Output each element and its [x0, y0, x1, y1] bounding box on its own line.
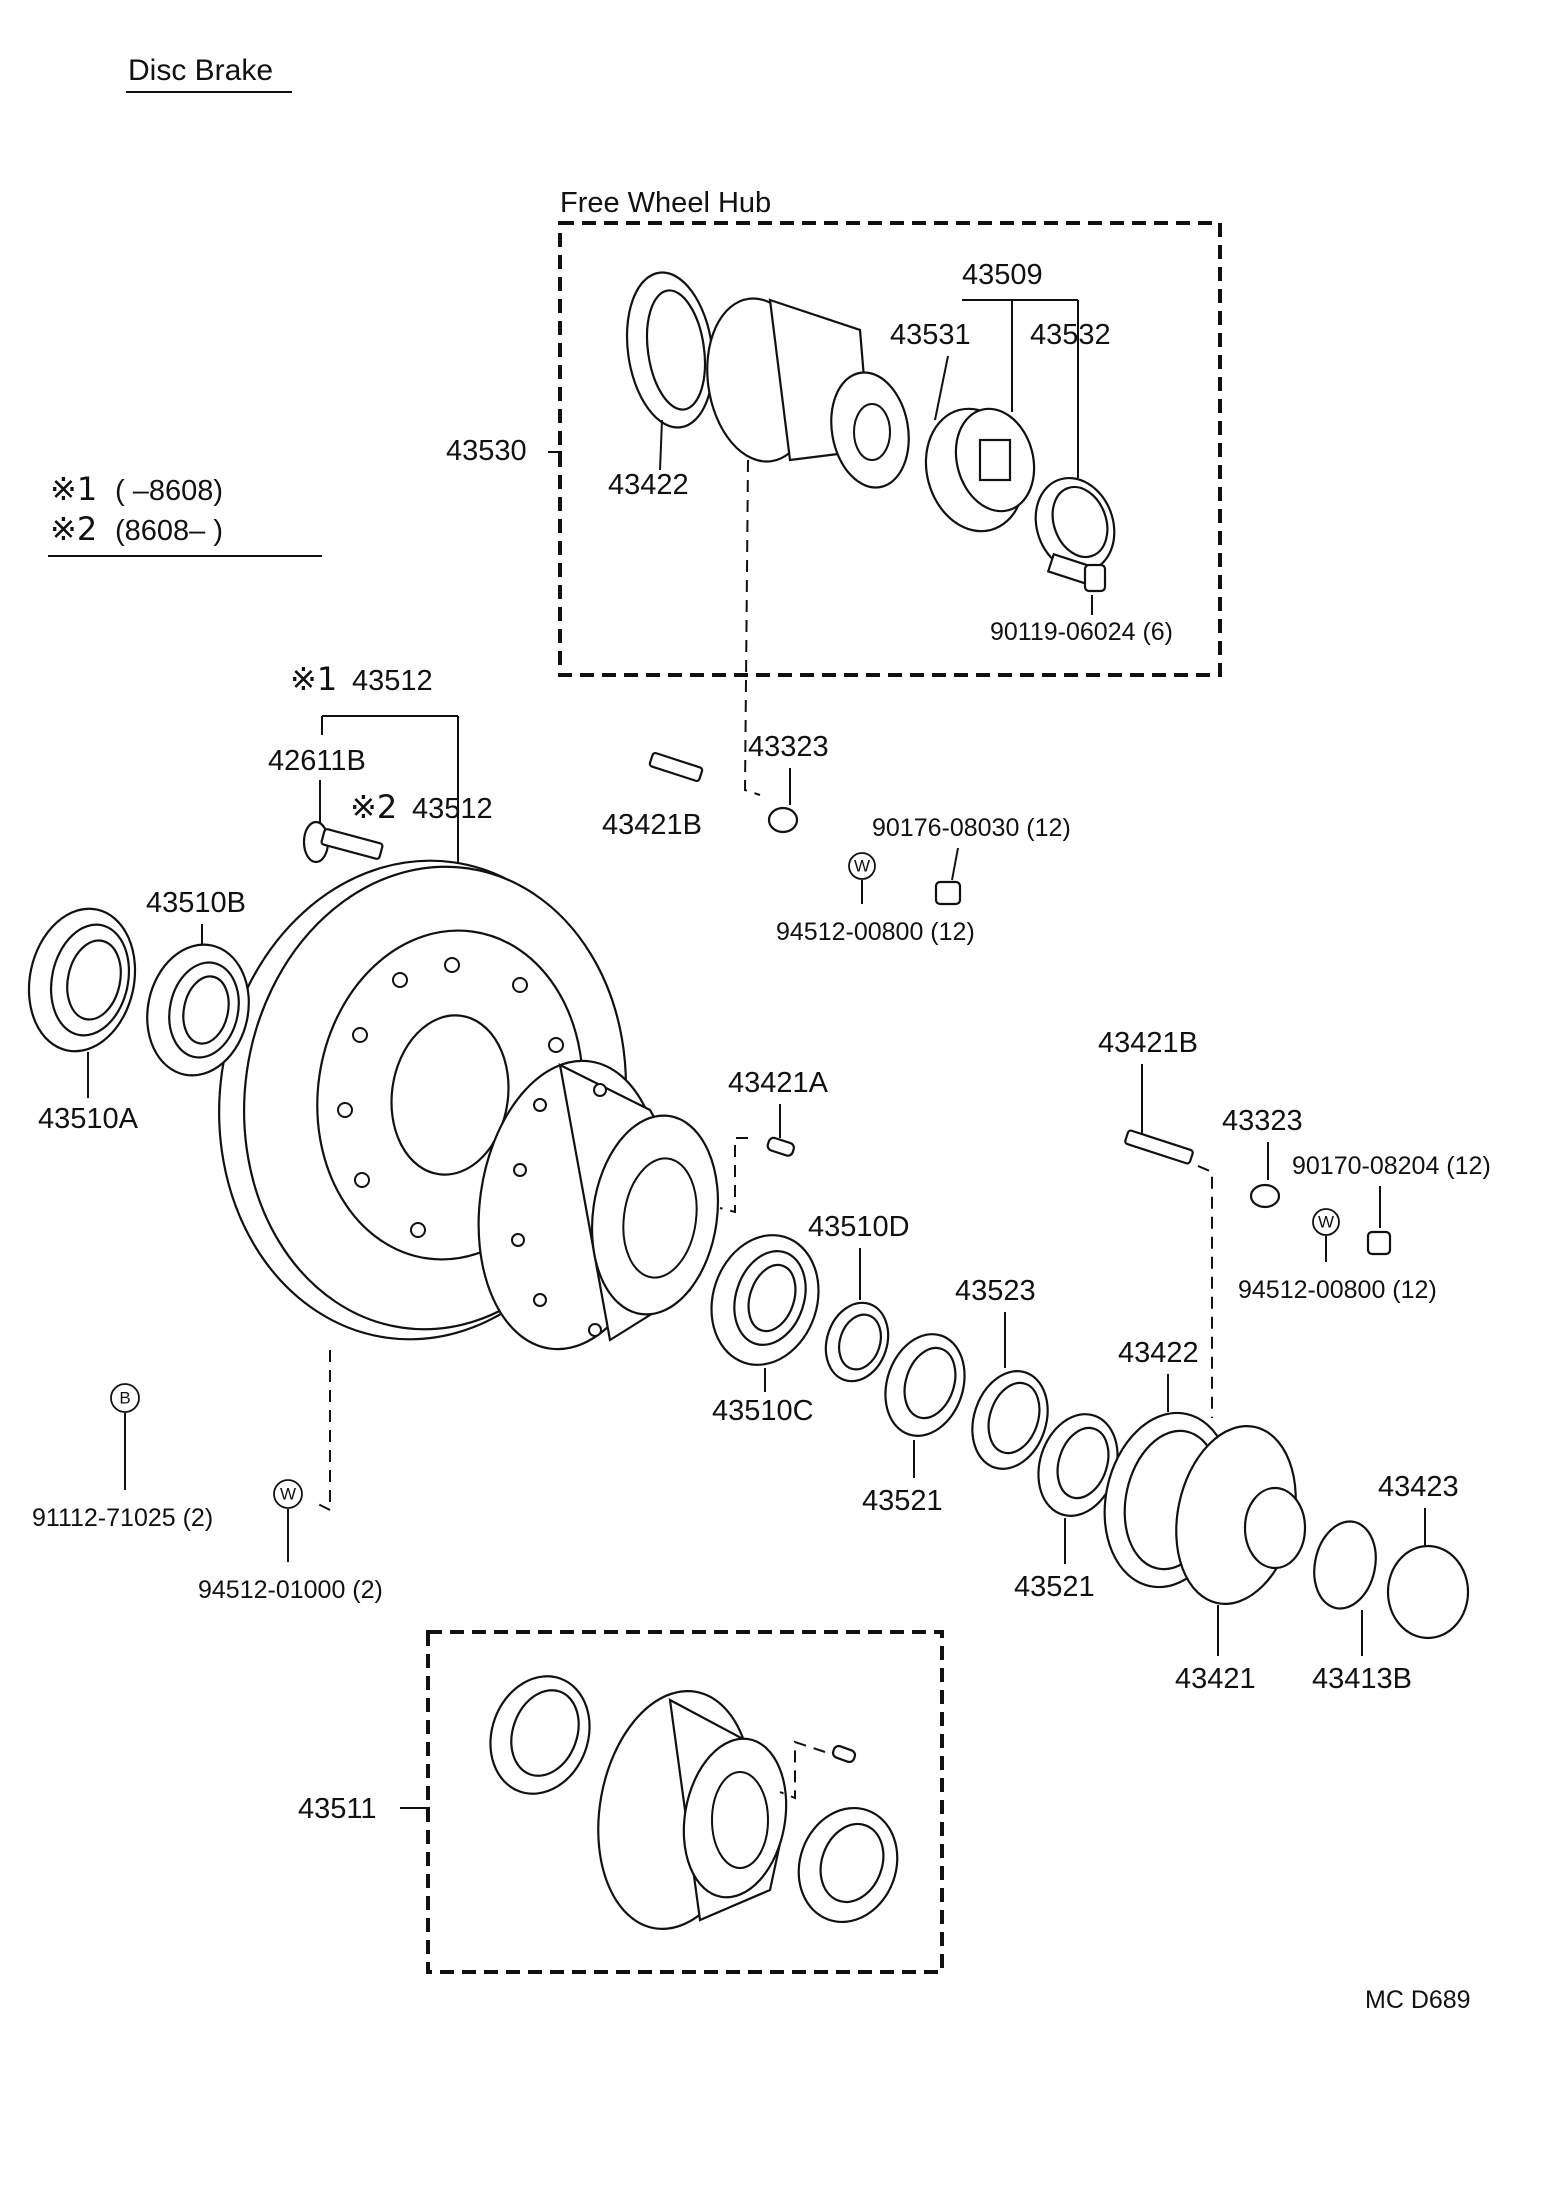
axle-hub [477, 1059, 720, 1351]
label-43511: 43511 [298, 1793, 377, 1825]
label-43512-note1: 43512 [352, 665, 433, 697]
legend-note1-range: ( –8608) [115, 475, 223, 507]
note1-mark-43512: ※1 [290, 660, 337, 698]
legend-note2-range: (8608– ) [115, 515, 223, 547]
snap-ring-43413B [1313, 1520, 1377, 1610]
label-43323-right: 43323 [1222, 1105, 1303, 1137]
label-43422-top: 43422 [608, 469, 689, 501]
assembly-bearing [797, 1806, 899, 1924]
pin-43421A [766, 1136, 795, 1157]
washer-mark-top [848, 852, 876, 880]
label-91112: 91112-71025 (2) [32, 1504, 213, 1532]
lock-nut-43521-a [884, 1333, 966, 1437]
dash-stud-to-flange [1197, 1165, 1213, 1418]
lock-nut-43521-b [1037, 1413, 1119, 1517]
label-43509: 43509 [962, 259, 1043, 291]
nut-90170 [1366, 1230, 1392, 1256]
leader-43422-top [659, 419, 663, 471]
label-90170: 90170-08204 (12) [1292, 1152, 1491, 1180]
bearing-43510C [710, 1234, 820, 1366]
label-43531: 43531 [890, 319, 971, 351]
label-43421B-right: 43421B [1098, 1027, 1198, 1059]
label-43510C: 43510C [712, 1395, 814, 1427]
assembly-hub [597, 1690, 788, 1930]
assembly-seal [489, 1675, 591, 1795]
legend-note1-symbol: ※1 [50, 470, 97, 508]
dash-hub-to-cap [743, 459, 761, 796]
legend-note2-symbol: ※2 [50, 510, 97, 548]
label-43413B: 43413B [1312, 1663, 1412, 1695]
label-43521-a: 43521 [862, 1485, 943, 1517]
gasket-43422-top [625, 271, 715, 429]
knob-43532 [1034, 476, 1116, 574]
label-43423: 43423 [1378, 1471, 1459, 1503]
note2-mark-43512: ※2 [350, 788, 397, 826]
label-42611B: 42611B [268, 745, 366, 777]
stud-43421B-top [648, 751, 704, 783]
hub-assembly-frame [426, 1630, 944, 1974]
dash-assembly-pin [779, 1740, 826, 1800]
thrust-washer-43510D [824, 1301, 890, 1383]
diagram-code: MC D689 [1365, 1986, 1471, 2014]
bolt-mark-text: B [119, 1389, 130, 1408]
dash-disc-to-bolt [317, 1350, 331, 1512]
label-94512-top: 94512-00800 (12) [776, 918, 975, 946]
bolt-90119 [1046, 552, 1107, 593]
label-43532: 43532 [1030, 319, 1111, 351]
washer-mark-bottom [273, 1479, 303, 1509]
bearing-43510B [146, 943, 250, 1077]
cap-43323-top [767, 806, 799, 834]
legend: ※1 ( –8608) ※2 (8608– ) [48, 470, 322, 557]
label-43510B: 43510B [146, 887, 246, 919]
oil-seal-43510A [27, 907, 137, 1053]
hub-bolt-42611B [302, 820, 384, 864]
free-wheel-hub-frame [558, 221, 1222, 677]
leader-43531 [934, 355, 949, 421]
free-wheel-hub-body [706, 297, 910, 489]
washer-mark-right [1312, 1208, 1340, 1236]
label-43510A: 43510A [38, 1103, 139, 1135]
label-90119: 90119-06024 (6) [990, 618, 1173, 646]
washer-mark-right-text: W [1318, 1213, 1334, 1232]
leader-90176 [951, 847, 959, 881]
free-wheel-hub-label: Free Wheel Hub [560, 187, 771, 219]
label-43421B-top: 43421B [602, 809, 702, 841]
nut-90176 [934, 880, 962, 906]
clutch-43509 [924, 407, 1036, 533]
stud-43421B-right [1124, 1129, 1194, 1165]
label-43323-top: 43323 [748, 731, 829, 763]
washer-mark-top-text: W [854, 857, 870, 876]
label-94512-bottom: 94512-01000 (2) [198, 1576, 383, 1604]
diagram-title: Disc Brake [128, 54, 273, 87]
label-43421A: 43421A [728, 1067, 829, 1099]
flange-43421 [1175, 1425, 1307, 1605]
dash-pin-to-hub [719, 1137, 748, 1214]
assembly-pin [831, 1744, 857, 1764]
label-43512-note2: 43512 [412, 793, 493, 825]
washer-mark-bottom-text: W [280, 1485, 296, 1504]
label-43422-right: 43422 [1118, 1337, 1199, 1369]
cap-43323-right [1249, 1183, 1281, 1209]
label-43521-b: 43521 [1014, 1571, 1095, 1603]
cap-43423 [1386, 1544, 1470, 1640]
lock-washer-43523 [971, 1370, 1049, 1470]
bolt-mark [110, 1383, 140, 1413]
label-43421: 43421 [1175, 1663, 1256, 1695]
label-43523: 43523 [955, 1275, 1036, 1307]
label-43510D: 43510D [808, 1211, 910, 1243]
label-43530: 43530 [446, 435, 527, 467]
label-94512-right: 94512-00800 (12) [1238, 1276, 1437, 1304]
label-90176: 90176-08030 (12) [872, 814, 1071, 842]
